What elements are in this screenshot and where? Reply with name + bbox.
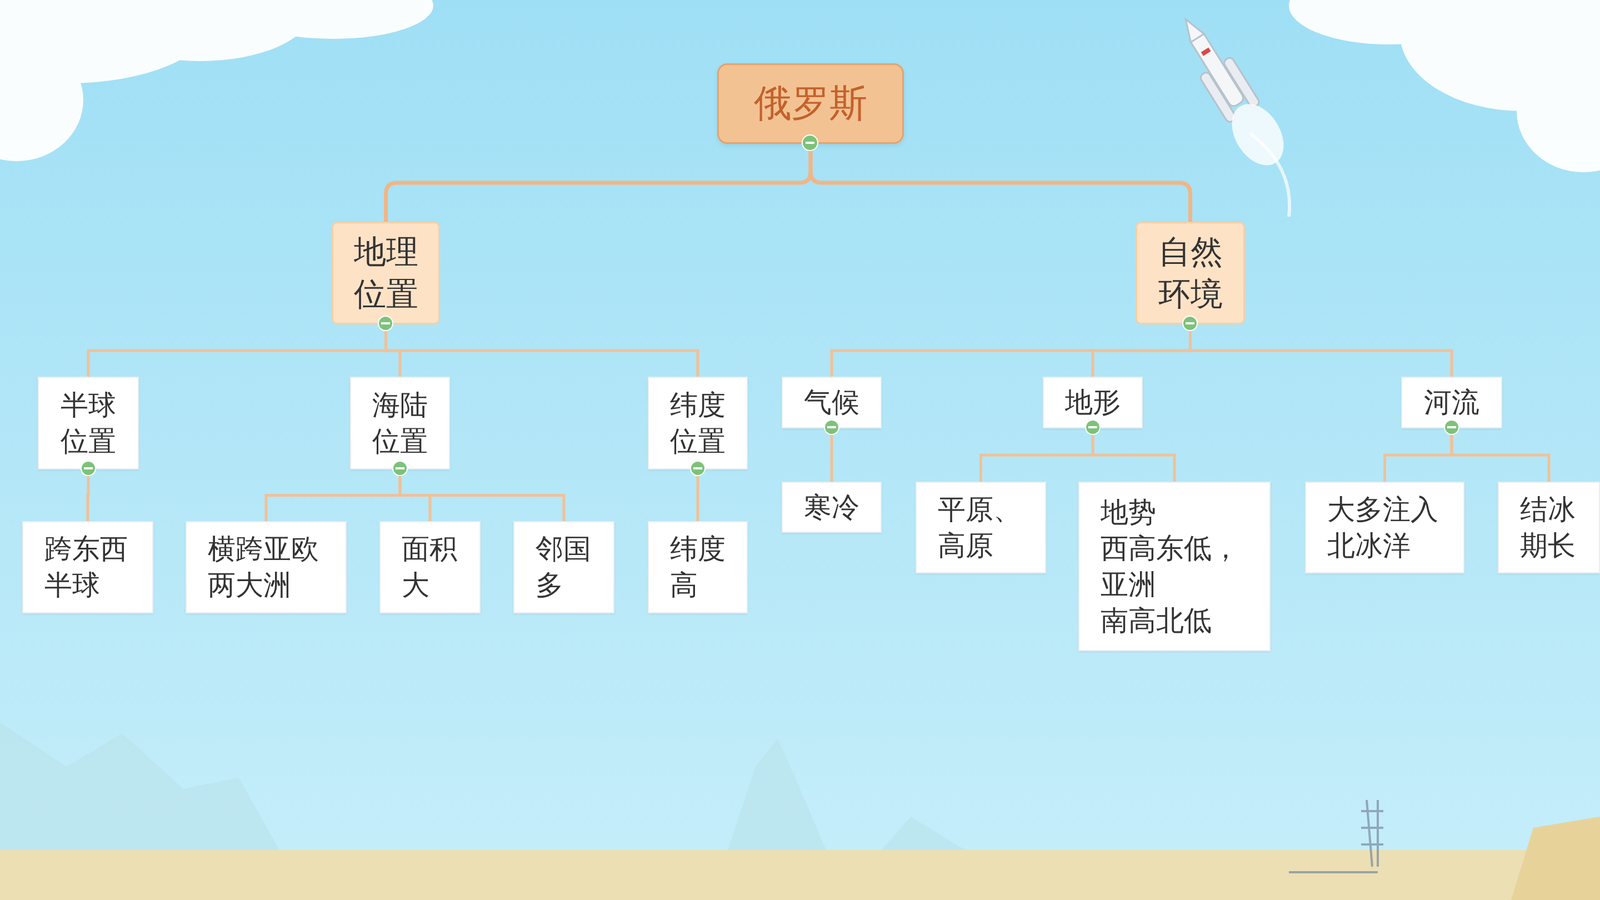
leaf-box: 纬度 高 <box>647 521 748 614</box>
tree-connector <box>1385 428 1453 482</box>
text-group: 半球 位置 <box>60 387 117 460</box>
tree-connector <box>696 469 700 522</box>
node-text: 寒冷 <box>803 489 860 526</box>
text-group: 纬度 位置 <box>670 387 726 460</box>
branch-box: 自然 环境 <box>1135 221 1245 325</box>
text-group: 地理 位置 <box>353 231 419 315</box>
topic-box: 河流 <box>1401 376 1503 429</box>
tree-connector <box>386 324 699 377</box>
node-text: 平原、 高原 <box>937 491 1022 564</box>
leaf-box: 地势 西高东低， 亚洲 南高北低 <box>1078 481 1271 652</box>
node-text: 俄罗斯 <box>753 78 868 128</box>
leaf-box: 大多注入 北冰洋 <box>1305 481 1465 574</box>
node-text: 结冰 期长 <box>1520 491 1576 564</box>
leaf-box: 结冰 期长 <box>1497 481 1600 574</box>
tree-connector <box>1092 324 1191 377</box>
node-text: 河流 <box>1423 384 1480 421</box>
node-text: 气候 <box>803 384 860 421</box>
text-group: 俄罗斯 <box>753 78 868 128</box>
node-text: 自然 环境 <box>1158 231 1223 315</box>
tree-connector <box>1451 428 1549 482</box>
topic-box: 气候 <box>781 376 882 429</box>
node-text: 半球 位置 <box>60 387 117 460</box>
node-text: 跨东西 半球 <box>44 531 128 604</box>
tree-connector <box>810 143 1191 222</box>
node-text: 纬度 高 <box>670 531 726 604</box>
node-text: 地势 西高东低， 亚洲 南高北低 <box>1100 494 1240 639</box>
branch-box: 地理 位置 <box>331 221 440 325</box>
text-group: 自然 环境 <box>1158 231 1223 315</box>
node-text: 邻国 多 <box>535 531 592 604</box>
leaf-box: 跨东西 半球 <box>22 521 154 614</box>
node-text: 纬度 位置 <box>670 387 726 460</box>
leaf-box: 寒冷 <box>781 481 882 533</box>
node-text: 面积 大 <box>401 531 458 604</box>
tree-connector <box>1092 428 1175 482</box>
leaf-box: 面积 大 <box>379 521 481 614</box>
topic-box: 海陆 位置 <box>350 376 450 470</box>
node-text: 大多注入 北冰洋 <box>1327 491 1439 564</box>
tree-connector <box>266 469 400 522</box>
text-group: 大多注入 北冰洋 <box>1327 491 1439 564</box>
node-text: 海陆 位置 <box>372 387 428 460</box>
tree-connector <box>981 428 1094 482</box>
node-text: 横跨亚欧 两大洲 <box>207 531 319 604</box>
topic-box: 纬度 位置 <box>647 376 748 470</box>
topic-box: 地形 <box>1042 376 1143 429</box>
tree-connector <box>87 469 89 522</box>
tree-connector <box>88 324 387 377</box>
node-text: 地形 <box>1065 384 1121 421</box>
topic-box: 半球 位置 <box>37 376 139 470</box>
leaf-box: 邻国 多 <box>513 521 615 614</box>
text-group: 地势 西高东低， 亚洲 南高北低 <box>1100 494 1240 639</box>
text-group: 海陆 位置 <box>372 387 428 460</box>
leaf-box: 横跨亚欧 两大洲 <box>185 521 347 614</box>
tree-connector <box>386 143 812 222</box>
text-group: 邻国 多 <box>535 531 592 604</box>
text-group: 地形 <box>1065 384 1121 421</box>
tree-connector <box>400 469 564 522</box>
tree-connector <box>1190 324 1453 377</box>
text-group: 面积 大 <box>401 531 458 604</box>
text-group: 纬度 高 <box>670 531 726 604</box>
text-group: 跨东西 半球 <box>44 531 128 604</box>
node-text: 地理 位置 <box>353 231 419 315</box>
text-group: 结冰 期长 <box>1520 491 1576 564</box>
root-box: 俄罗斯 <box>717 63 904 144</box>
leaf-box: 平原、 高原 <box>915 481 1047 574</box>
tree-connector <box>830 428 834 482</box>
text-group: 气候 <box>803 384 860 421</box>
text-group: 寒冷 <box>803 489 860 526</box>
text-group: 横跨亚欧 两大洲 <box>207 531 319 604</box>
text-group: 河流 <box>1423 384 1480 421</box>
text-group: 平原、 高原 <box>937 491 1022 564</box>
tree-connector <box>831 324 1191 377</box>
